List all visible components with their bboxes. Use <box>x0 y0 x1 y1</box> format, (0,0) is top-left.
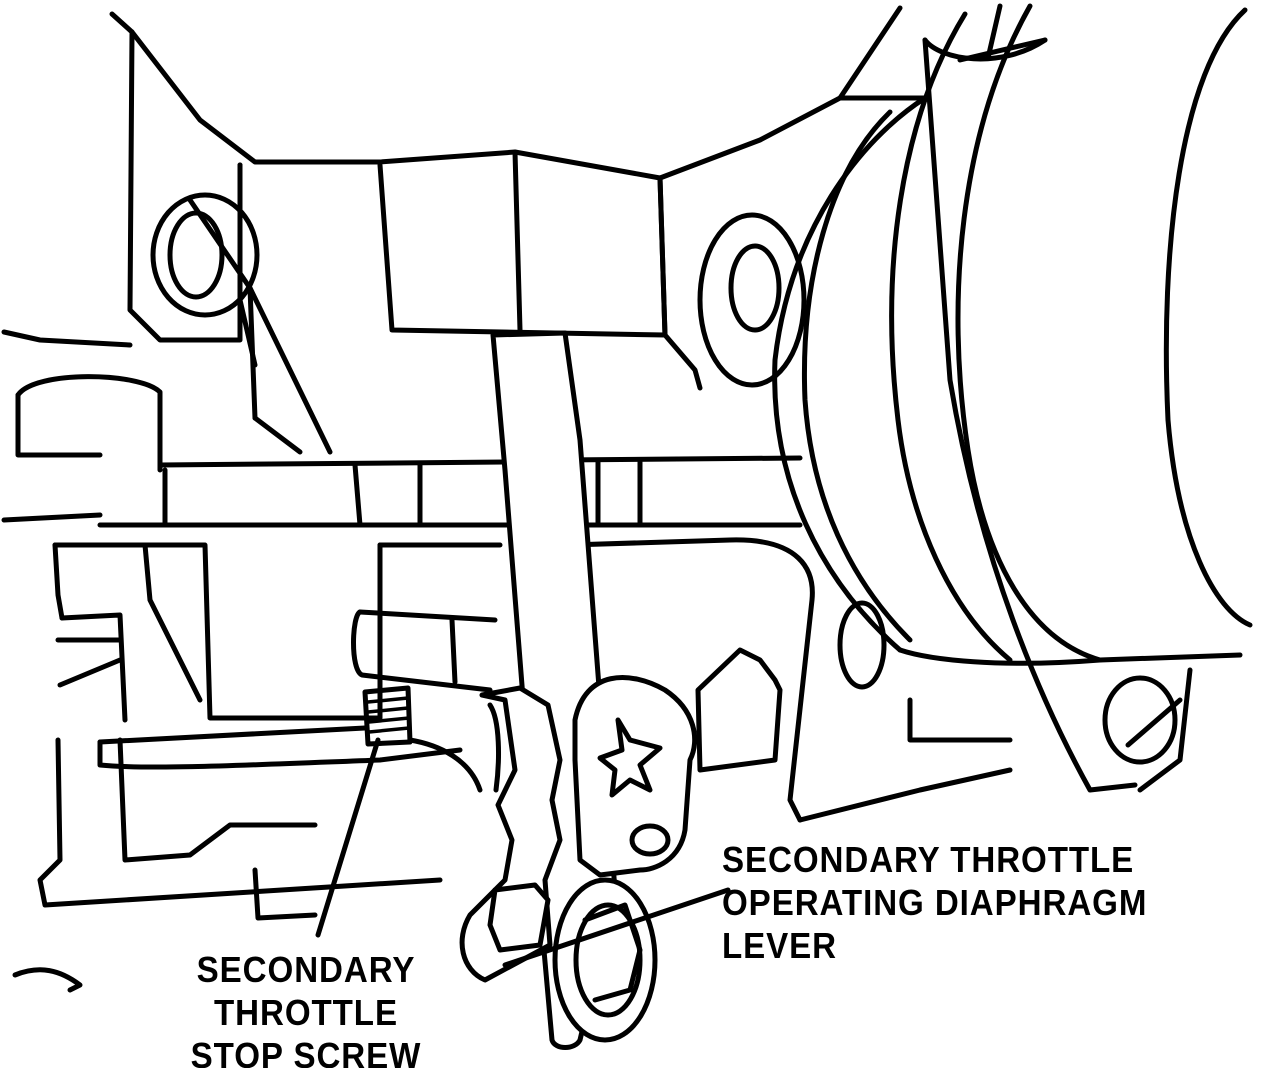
carburetor-body <box>1 5 928 523</box>
diaphragm-lever <box>459 685 563 983</box>
right-mounting-boss <box>697 212 807 388</box>
lower-body <box>37 542 503 921</box>
lever-nut <box>552 877 658 1043</box>
lever-plate <box>572 675 698 878</box>
center-block <box>377 149 668 338</box>
diaphragm-housing <box>772 3 1253 666</box>
leader-line-stop-screw <box>315 737 381 938</box>
leader-line-diaphragm-lever <box>502 887 731 968</box>
label-secondary-throttle-stop-screw: SECONDARY THROTTLE STOP SCREW <box>190 949 422 1068</box>
right-casting <box>567 537 1013 823</box>
ground-mark <box>12 967 83 993</box>
rail-band <box>97 455 803 528</box>
label-secondary-throttle-operating-diaphragm-lever: SECONDARY THROTTLE OPERATING DIAPHRAGM L… <box>722 839 1148 966</box>
leader-lines <box>315 737 731 968</box>
left-mounting-boss <box>150 192 333 455</box>
stop-screw-boss <box>97 609 498 793</box>
left-post <box>15 374 163 473</box>
stop-screw <box>362 685 413 747</box>
diaphragm-bracket <box>922 3 1193 793</box>
